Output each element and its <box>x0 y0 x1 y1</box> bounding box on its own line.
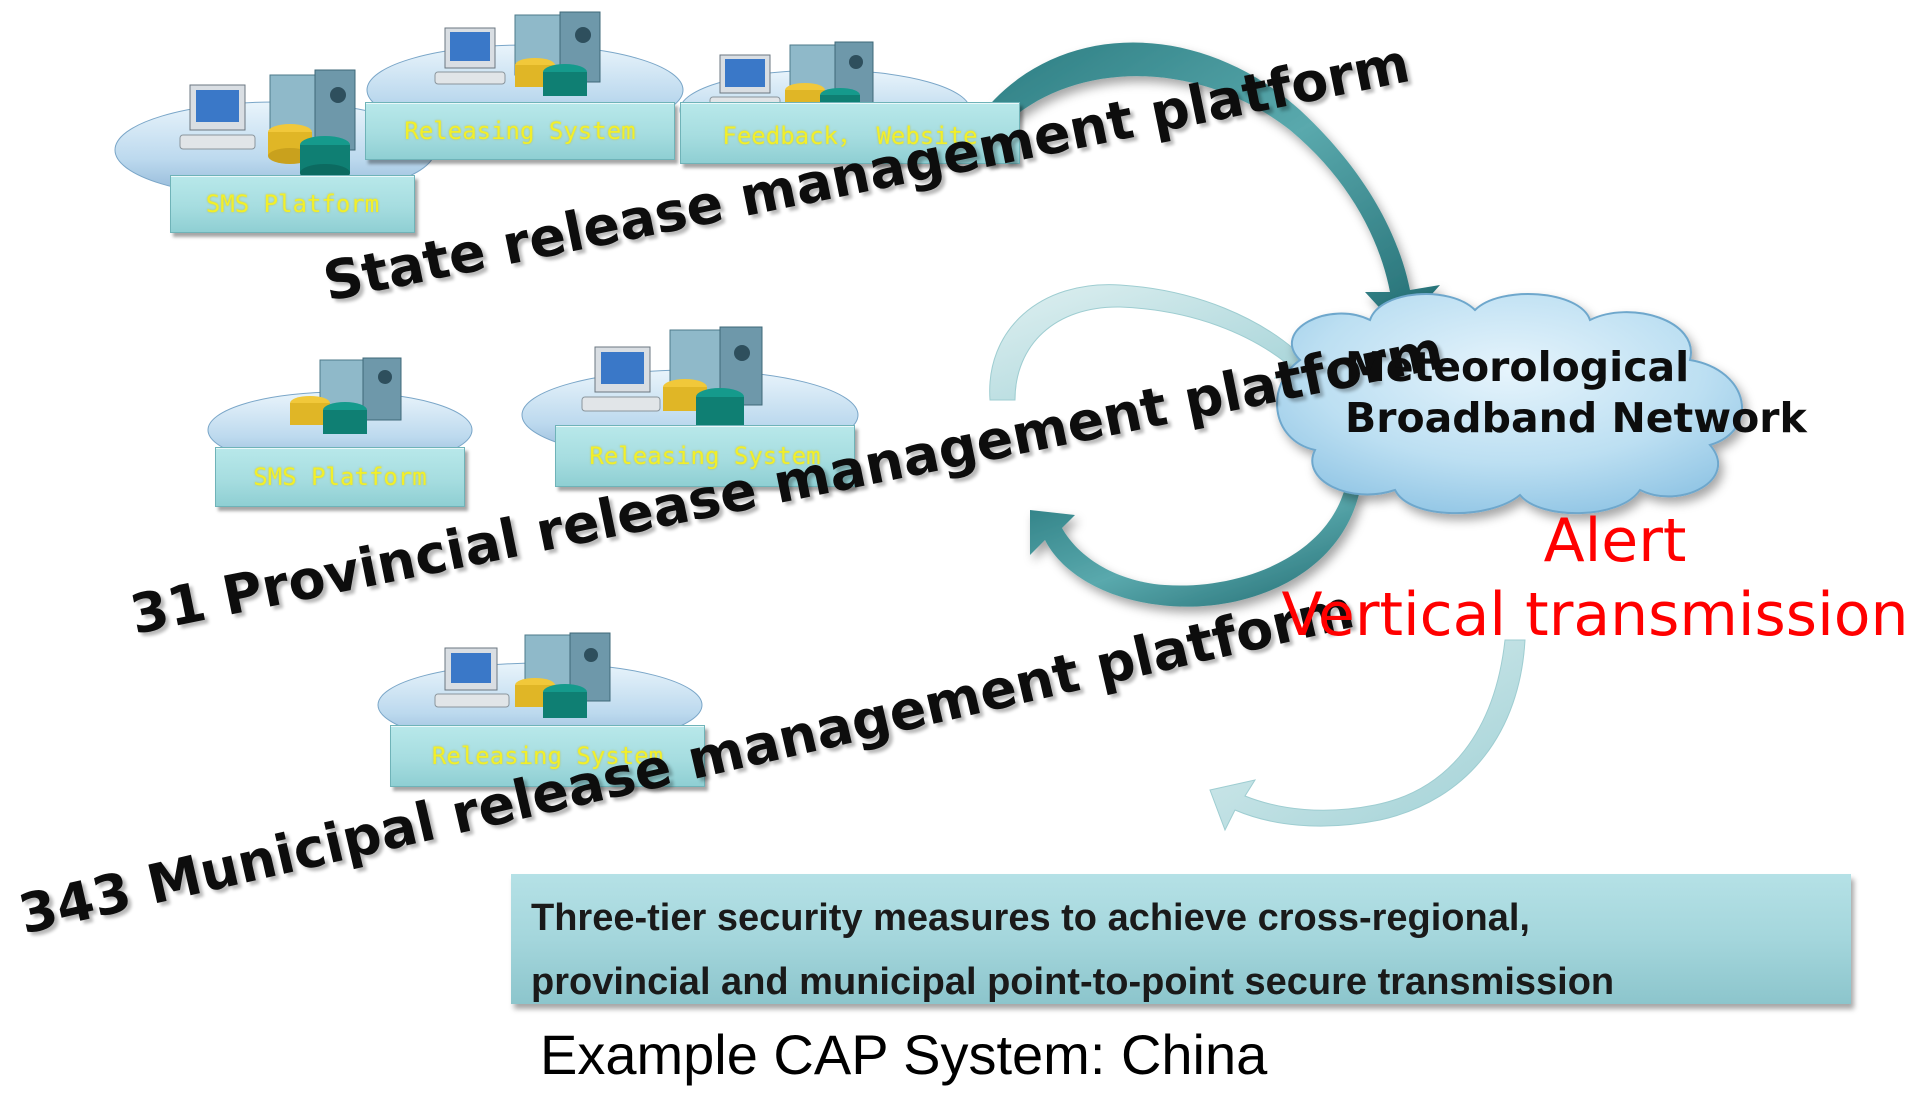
network-label-line1: Meteorological <box>1345 343 1690 391</box>
security-note-line2: provincial and municipal point-to-point … <box>531 961 1615 1003</box>
system-label: Feedback， Website <box>680 102 1020 164</box>
alert-label: Alert Vertical transmission <box>1275 504 1915 652</box>
state-feedback-station: Feedback， Website <box>679 40 1020 170</box>
security-note-line1: Three-tier security measures to achieve … <box>531 897 1530 939</box>
system-label: Releasing System <box>555 425 855 487</box>
system-label: Releasing System <box>390 725 705 787</box>
state-releasing-station: Releasing System <box>365 10 685 160</box>
state-sms-station: SMS Platform <box>110 60 440 235</box>
figure-caption: Example CAP System: China <box>540 1023 1268 1086</box>
system-label: SMS Platform <box>215 447 465 507</box>
provincial-releasing-station: Releasing System <box>520 325 860 490</box>
municipal-releasing-station: Releasing System <box>375 630 710 790</box>
security-note-box: Three-tier security measures to achieve … <box>511 874 1851 1004</box>
download-arrow-dark <box>1030 488 1360 607</box>
network-label-line2: Broadband Network <box>1345 394 1807 442</box>
download-arrow-light <box>1209 639 1526 832</box>
network-label: Meteorological Broadband Network <box>1345 342 1825 444</box>
cloud-icon <box>1276 293 1744 515</box>
provincial-sms-station: SMS Platform <box>205 355 475 510</box>
workstation-icon <box>114 69 436 199</box>
system-label: SMS Platform <box>170 175 415 233</box>
system-label: Releasing System <box>365 102 675 160</box>
alert-label-line1: Alert <box>1543 506 1687 576</box>
alert-label-line2: Vertical transmission <box>1281 580 1909 650</box>
